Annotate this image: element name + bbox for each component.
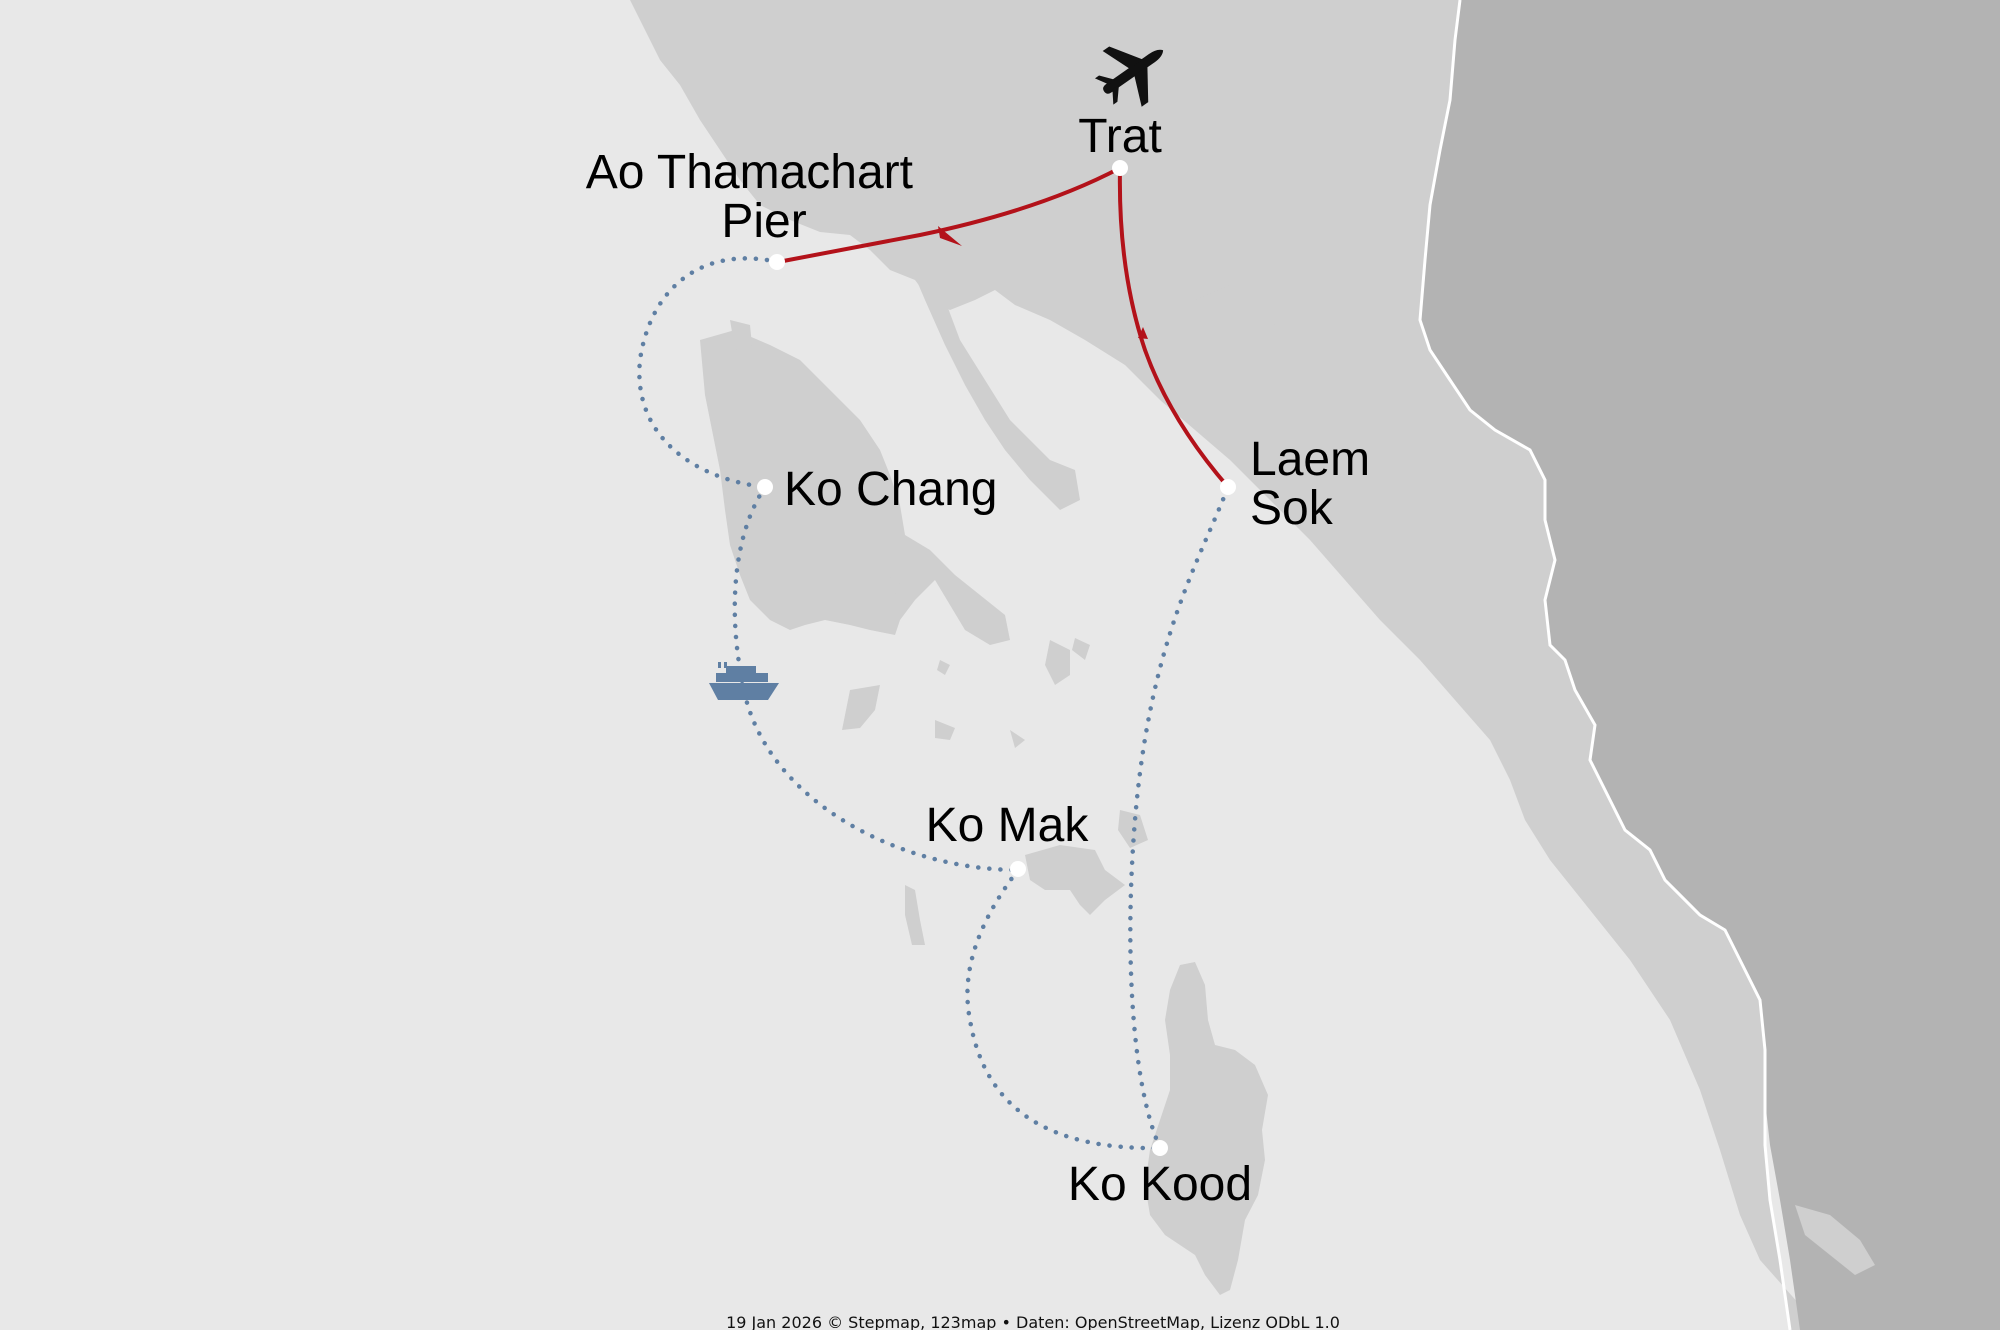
islet [937,660,950,675]
label-laem-sok: Laem Sok [1250,433,1383,535]
border-line [1418,0,1792,1330]
ko-mak-island [1025,845,1125,915]
marker-ko-chang [757,479,773,495]
islet [882,575,900,595]
islet [1072,638,1090,660]
ko-chang-island [700,330,1010,645]
label-line: Sok [1250,482,1334,535]
islet [935,720,955,740]
airplane-icon [1094,46,1164,107]
islet [730,320,752,350]
marker-ko-mak [1010,861,1026,877]
label-line: Ao Thamachart [586,146,913,199]
ferry-pier-ko-chang [637,256,781,490]
label-ko-chang: Ko Chang [784,463,998,516]
ferry-ko-kood-laem-sok [1128,484,1231,1151]
label-ko-kood: Ko Kood [1068,1158,1252,1211]
islet [905,885,925,945]
label-line: Laem [1250,433,1370,486]
label-ao-thamachart-pier: Ao Thamachart Pier [586,146,927,248]
label-trat: Trat [1078,110,1162,163]
islet [1795,1205,1875,1275]
islet [842,685,880,730]
ferry-ko-mak-ko-kood [965,867,1163,1151]
marker-ko-kood [1152,1140,1168,1156]
marker-trat [1112,160,1128,176]
label-line: Pier [721,195,806,248]
laem-sok-peninsula [908,230,1080,510]
route-trat-pier [777,166,1121,264]
route-arrow [938,226,962,246]
cambodia [1420,0,2000,1330]
islet [1045,640,1070,685]
route-laem-sok-trat [1117,167,1230,489]
ko-kood-island [1145,962,1268,1295]
islet [1010,730,1025,748]
ferry-icon [709,662,779,700]
label-ko-mak: Ko Mak [926,799,1090,852]
bay-islet [1195,285,1290,325]
route-arrow [1138,327,1148,339]
marker-ao-thamachart-pier [769,254,785,270]
marker-laem-sok [1220,479,1236,495]
attribution-footer: 19 Jan 2026 © Stepmap, 123map • Daten: O… [726,1313,1340,1330]
